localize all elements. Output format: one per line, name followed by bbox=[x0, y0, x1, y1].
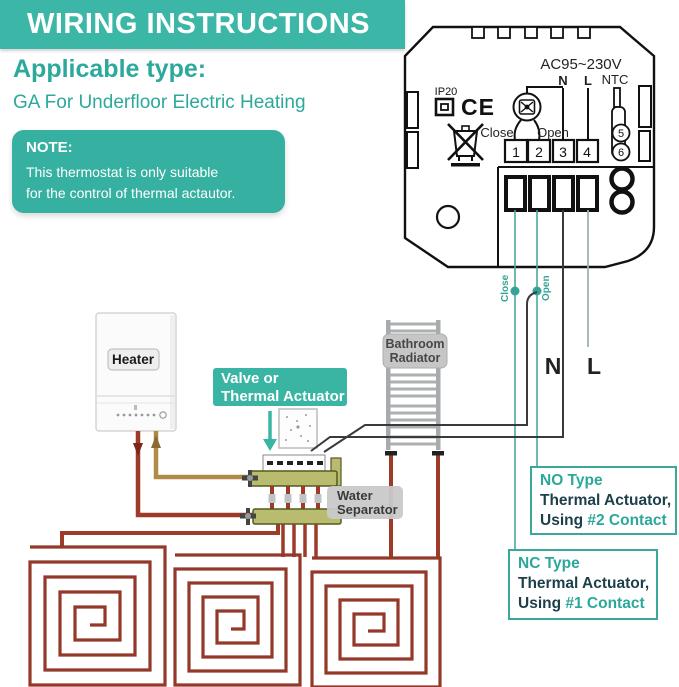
manifold-inter-pipes bbox=[270, 486, 320, 509]
nc-type-title: NC Type bbox=[518, 555, 580, 572]
valve-actuator-callout: Valve or Thermal Actuator bbox=[213, 368, 347, 406]
heater-body bbox=[95, 312, 177, 432]
ntc-label: NTC bbox=[602, 72, 629, 87]
close-terminal-label: Close bbox=[480, 125, 513, 140]
separator-label-chip bbox=[327, 486, 403, 519]
manifold-valve-upper bbox=[242, 470, 258, 487]
no-type-subtitle: Thermal Actuator, bbox=[540, 492, 672, 509]
bathroom-radiator: Bathroom Radiator bbox=[382, 320, 448, 557]
no-type-title: NO Type bbox=[540, 472, 603, 489]
ce-mark-icon: CE bbox=[461, 94, 495, 120]
nc-type-callout: NC Type Thermal Actuator, Using #1 Conta… bbox=[508, 549, 658, 620]
radiator-label-line2: Radiator bbox=[390, 351, 441, 365]
close-wire-tag: Close bbox=[500, 274, 511, 302]
radiator-label-line1: Bathroom bbox=[385, 337, 444, 351]
ip20-icon bbox=[434, 97, 455, 117]
heater-shade bbox=[170, 315, 175, 429]
heating-coil-3 bbox=[310, 556, 442, 687]
separator-label-line2: Separator bbox=[337, 502, 398, 517]
nc-type-subtitle: Thermal Actuator, bbox=[518, 575, 650, 592]
page-title: WIRING INSTRUCTIONS bbox=[27, 8, 370, 40]
ntc-probe-icon: 5 6 bbox=[611, 87, 631, 162]
terminal-4: 4 bbox=[583, 144, 591, 160]
actuator-speckles bbox=[285, 414, 311, 442]
terminal-3: 3 bbox=[559, 144, 567, 160]
terminal-2: 2 bbox=[535, 144, 543, 160]
floor-heating-coils bbox=[28, 545, 442, 687]
applicable-type-heading: Applicable type: bbox=[13, 55, 207, 83]
supply-pipe-red bbox=[135, 431, 258, 518]
flow-down-arrow-icon bbox=[133, 443, 143, 456]
actuator-signal-wire bbox=[323, 291, 538, 453]
note-line2: for the control of thermal actautor. bbox=[26, 185, 236, 201]
heater-label-chip bbox=[107, 348, 160, 371]
manifold-valve-lower bbox=[240, 508, 256, 525]
actuator-motor-icon bbox=[512, 92, 542, 122]
sensor-terminal-6: 6 bbox=[618, 147, 624, 159]
no-type-callout: NO Type Thermal Actuator, Using #2 Conta… bbox=[530, 466, 677, 535]
thermostat-top-clips bbox=[471, 26, 591, 39]
terminal-l-label: L bbox=[584, 73, 592, 88]
terminal-blocks: 1 2 3 4 bbox=[503, 138, 600, 164]
heater-burner-dots bbox=[116, 413, 156, 417]
sensor-terminal-5: 5 bbox=[618, 128, 624, 140]
radiator-label-chip bbox=[382, 333, 448, 369]
neutral-wire bbox=[310, 210, 564, 452]
valve-callout-line1: Valve or bbox=[221, 370, 279, 387]
sensor-hole bbox=[435, 204, 461, 230]
heating-coil-1 bbox=[28, 545, 167, 687]
open-terminal-label: Open bbox=[537, 125, 569, 140]
heater-unit: Heater bbox=[95, 312, 177, 432]
thermostat-side-slots bbox=[406, 85, 652, 169]
thermostat-back-view: IP20 CE AC95~230V N L NTC bbox=[403, 25, 656, 269]
screw-hole-bottom bbox=[609, 189, 635, 215]
weee-bin-icon bbox=[447, 123, 484, 167]
valve-pointer-arrow-icon bbox=[263, 411, 277, 451]
heater-label: Heater bbox=[112, 352, 155, 367]
return-pipe-tan bbox=[153, 431, 253, 480]
open-wire-tag: Open bbox=[541, 275, 552, 301]
note-box: NOTE: This thermostat is only suitable f… bbox=[12, 130, 285, 213]
manifold-down-pipes bbox=[281, 524, 318, 557]
external-wires bbox=[310, 210, 589, 549]
thermostat-internal-wires bbox=[513, 86, 589, 141]
title-banner: WIRING INSTRUCTIONS bbox=[0, 0, 405, 49]
note-title: NOTE: bbox=[26, 139, 73, 156]
coil-return-pipe bbox=[60, 524, 280, 547]
flow-up-arrow-icon bbox=[151, 435, 161, 448]
close-contact-dot bbox=[510, 286, 520, 296]
neutral-wire-label: N bbox=[545, 353, 562, 379]
nc-type-contact-line: Using #1 Contact bbox=[518, 595, 645, 612]
valve-callout-line2: Thermal Actuator bbox=[221, 388, 345, 405]
note-line1: This thermostat is only suitable bbox=[26, 164, 219, 180]
screw-hole-top bbox=[609, 166, 635, 192]
wiring-band bbox=[435, 166, 654, 266]
power-rating-label: AC95~230V bbox=[540, 56, 621, 73]
water-separator-manifold: Water Separator bbox=[240, 408, 403, 557]
live-wire-label: L bbox=[587, 353, 601, 379]
separator-label-line1: Water bbox=[337, 488, 373, 503]
ip20-label: IP20 bbox=[435, 86, 458, 98]
heating-coil-2 bbox=[173, 553, 302, 687]
manifold-upper-bar bbox=[250, 470, 338, 487]
applicable-type-detail: GA For Underfloor Electric Heating bbox=[13, 92, 306, 113]
terminal-1: 1 bbox=[512, 144, 520, 160]
terminal-n-label: N bbox=[558, 73, 567, 88]
no-type-contact-line: Using #2 Contact bbox=[540, 512, 667, 529]
heater-pipes bbox=[60, 431, 280, 547]
